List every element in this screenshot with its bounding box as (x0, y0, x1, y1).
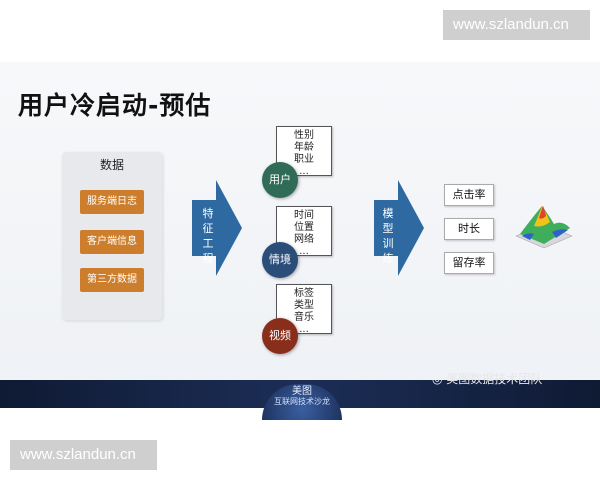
feature-engineering-arrow (192, 180, 242, 276)
video-circle: 视频 (262, 318, 298, 354)
data-source-client-info: 客户端信息 (80, 230, 144, 254)
data-source-server-log: 服务端日志 (80, 190, 144, 214)
slide-title: 用户冷启动-预估 (18, 91, 212, 120)
context-circle: 情境 (262, 242, 298, 278)
output-duration: 时长 (444, 218, 494, 240)
data-panel-title: 数据 (99, 158, 124, 172)
user-features-card: 性别 年龄 职业 ... (276, 126, 332, 177)
watermark-bottom: www.szlandun.cn (10, 440, 157, 470)
output-retention: 留存率 (444, 252, 494, 274)
output-ctr: 点击率 (444, 184, 494, 206)
surface-plot-icon (515, 206, 573, 249)
data-source-third-party: 第三方数据 (80, 268, 144, 292)
video-features-card: 标签 类型 音乐 ... (276, 284, 332, 335)
user-circle: 用户 (262, 162, 298, 198)
wechat-icon: ◎ (432, 372, 447, 386)
footer-brand: ◎ 美图数据技术团队 (432, 372, 543, 386)
watermark-top: www.szlandun.cn (443, 10, 590, 40)
footer-logo: 美图 互联网技术沙龙 (262, 384, 342, 420)
model-training-label: 模 型 训 练 (382, 207, 394, 265)
feature-engineering-label: 特 征 工 程 (202, 207, 214, 265)
model-training-arrow (374, 180, 424, 276)
